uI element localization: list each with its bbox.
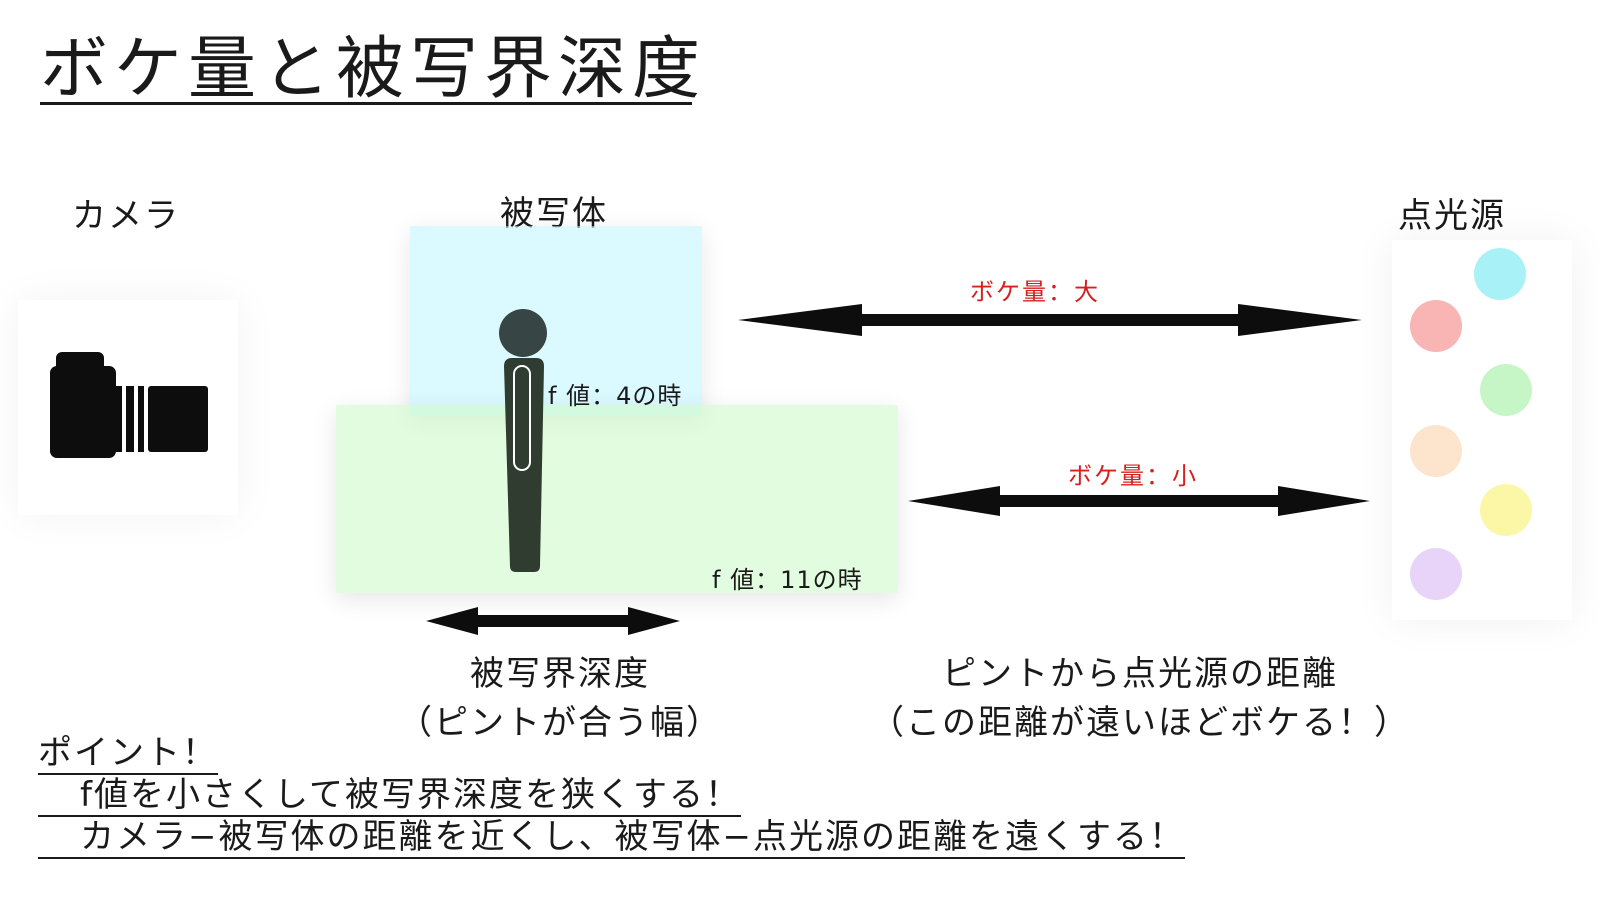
light-green <box>1480 364 1532 416</box>
dof-arrow <box>426 607 680 635</box>
bokeh-small-arrow <box>908 486 1370 516</box>
points-heading: ポイント！ <box>38 733 218 775</box>
subject-person-icon <box>499 309 547 572</box>
title-underline <box>40 102 692 105</box>
point-item-2: カメラ−被写体の距離を近くし、被写体−点光源の距離を遠くする！ <box>38 817 1185 859</box>
distance-caption-line1: ピントから点光源の距離 <box>942 654 1338 694</box>
dof-caption-line1: 被写界深度 <box>470 654 650 694</box>
bokeh-large-label: ボケ量：大 <box>970 278 1100 306</box>
dof-caption-line2: （ピントが合う幅） <box>398 703 722 743</box>
light-cyan <box>1474 248 1526 300</box>
f4-annotation: f 値：4の時 <box>548 382 683 410</box>
bokeh-large-arrow <box>738 304 1362 336</box>
camera-label: カメラ <box>72 196 180 236</box>
camera-icon <box>50 352 208 458</box>
dof-zone-f4 <box>410 226 702 416</box>
distance-caption: ピントから点光源の距離 （この距離が遠いほどボケる！） <box>840 646 1440 744</box>
dof-caption: 被写界深度 （ピントが合う幅） <box>380 646 740 744</box>
light-source-label: 点光源 <box>1398 196 1506 236</box>
bokeh-small-label: ボケ量：小 <box>1068 462 1198 490</box>
distance-caption-line2: （この距離が遠いほどボケる！） <box>870 703 1410 743</box>
light-purple <box>1410 548 1462 600</box>
light-red <box>1410 300 1462 352</box>
point-item-1: f値を小さくして被写界深度を狭くする！ <box>38 775 741 817</box>
f11-annotation: f 値：11の時 <box>712 566 863 594</box>
light-yellow <box>1480 484 1532 536</box>
light-orange <box>1410 425 1462 477</box>
page-title: ボケ量と被写界深度 <box>40 30 707 109</box>
dof-zone-f11 <box>336 405 898 593</box>
